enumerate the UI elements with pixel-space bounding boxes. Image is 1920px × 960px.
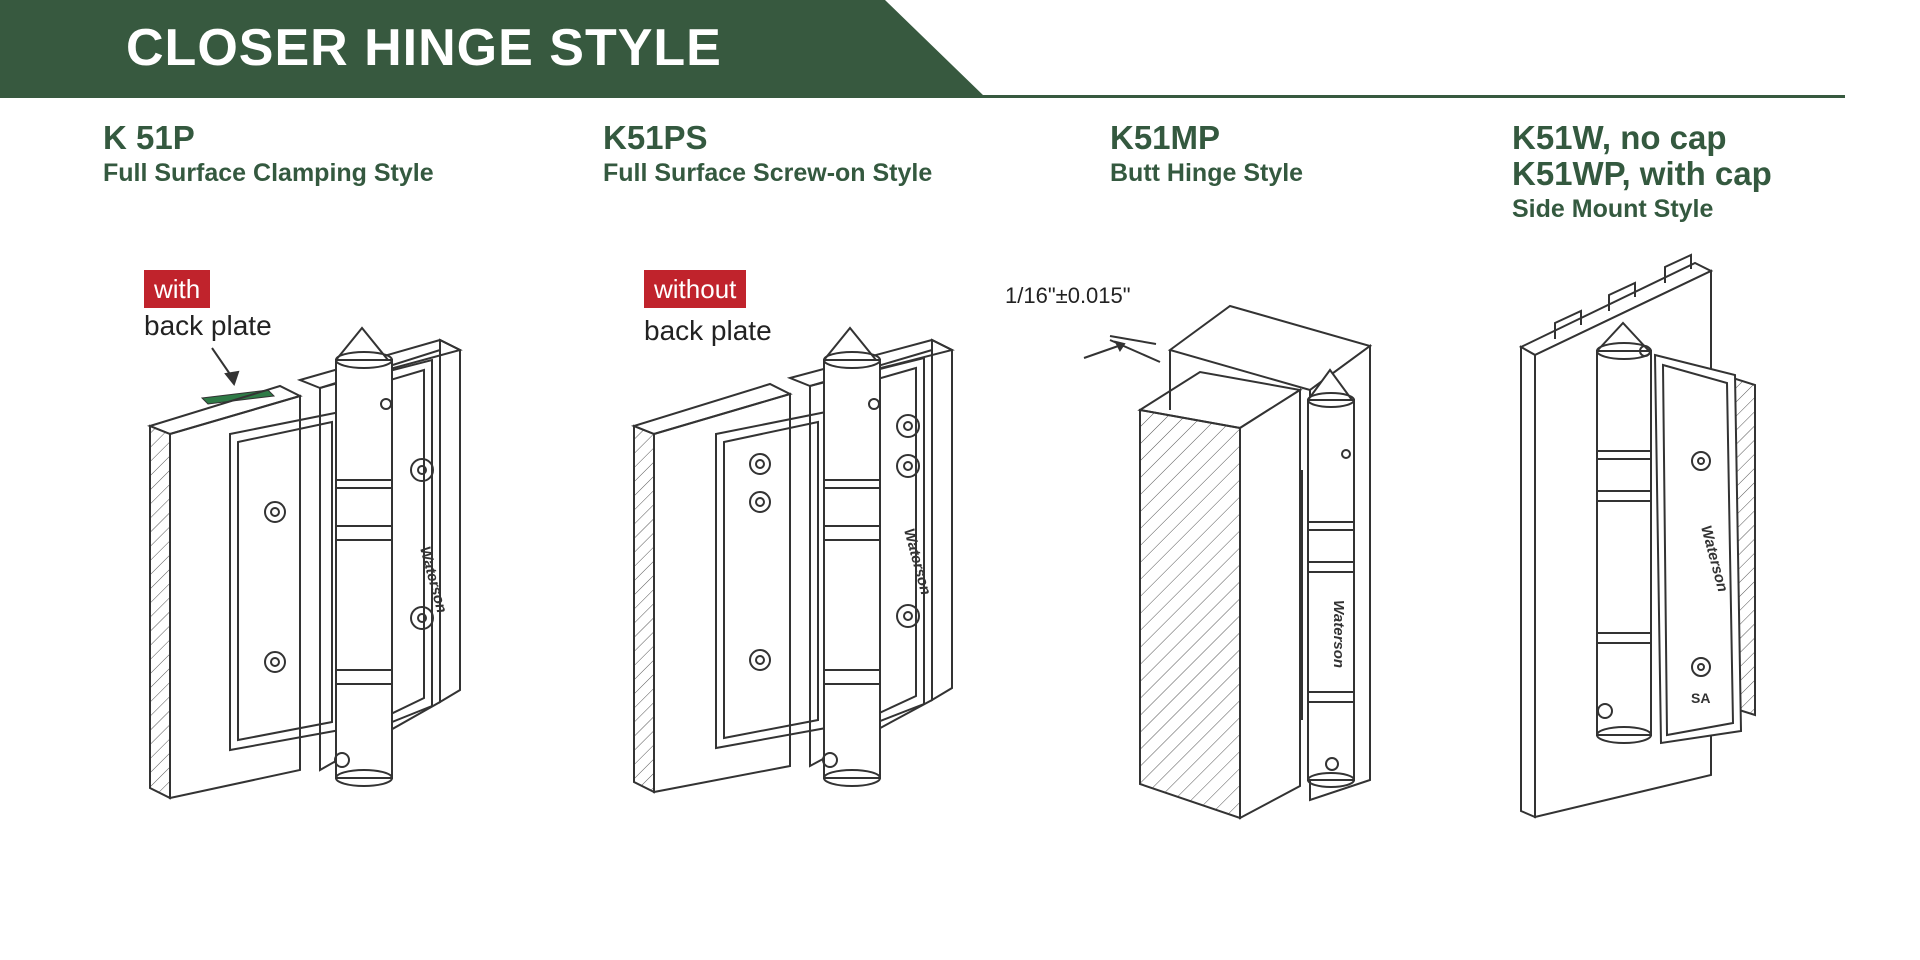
with-tag: with	[144, 270, 211, 308]
product-description: Full Surface Screw-on Style	[603, 159, 933, 187]
sa-mark: SA	[1691, 690, 1710, 706]
brand-mark: Waterson	[900, 527, 934, 597]
page-title: CLOSER HINGE STYLE	[126, 19, 722, 77]
product-model-with-cap: K51WP, with cap	[1512, 155, 1772, 192]
brand-mark: Waterson	[1330, 600, 1347, 668]
product-k51mp: K51MP Butt Hinge Style	[1110, 120, 1303, 188]
gap-dimension: 1/16"±0.015"	[1005, 283, 1131, 308]
product-description: Side Mount Style	[1512, 195, 1714, 223]
hinge-illustration-k51ps: Waterson	[631, 326, 955, 794]
product-model: K51MP	[1110, 119, 1221, 156]
tag-note: back plate	[144, 310, 272, 341]
product-description: Butt Hinge Style	[1110, 159, 1304, 187]
product-model-no-cap: K51W, no cap	[1512, 119, 1727, 156]
product-k51ps: K51PS Full Surface Screw-on Style	[603, 120, 932, 188]
product-model: K 51P	[103, 119, 195, 156]
tag-note: back plate	[644, 315, 772, 346]
without-tag: without	[644, 270, 747, 308]
product-description: Full Surface Clamping Style	[103, 159, 434, 187]
hinge-illustration-k51mp: Waterson	[1083, 304, 1373, 820]
product-model: K51PS	[603, 119, 708, 156]
brand-mark: Waterson	[416, 545, 450, 615]
header-banner	[0, 0, 1845, 98]
product-k51w: K51W, no cap K51WP, with cap Side Mount …	[1512, 120, 1772, 224]
product-k51p: K 51P Full Surface Clamping Style	[103, 120, 434, 188]
hinge-illustration-k51w: Waterson SA	[1518, 253, 1756, 819]
hinge-illustration-k51p: Waterson	[146, 326, 463, 800]
